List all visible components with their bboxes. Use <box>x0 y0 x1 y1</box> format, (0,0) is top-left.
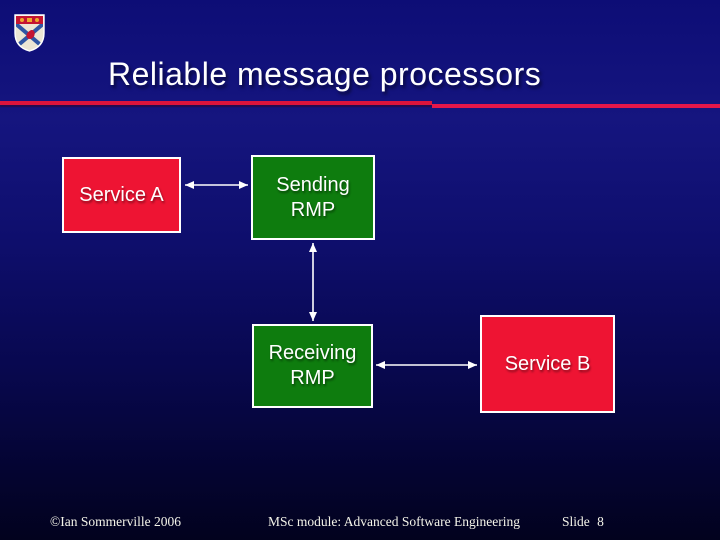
node-receiving-rmp-label-line1: Receiving <box>268 342 357 364</box>
slide-title: Reliable message processors <box>108 56 542 92</box>
node-sending-rmp-label-line1: Sending <box>276 173 350 196</box>
node-receiving-rmp-label-line2: RMP <box>290 367 335 389</box>
node-service-a-label: Service A <box>79 183 164 206</box>
node-receiving-rmp: Receiving RMP <box>252 324 373 408</box>
node-sending-rmp: Sending RMP <box>251 155 375 240</box>
footer-module-name: MSc module: Advanced Software Engineerin… <box>268 514 520 529</box>
node-service-b-label: Service B <box>504 352 591 375</box>
title-underline-right <box>432 104 720 108</box>
footer-copyright: ©Ian Sommerville 2006 <box>50 514 181 529</box>
node-service-a: Service A <box>62 157 181 233</box>
footer-slide-number: Slide 8 <box>562 514 604 529</box>
university-crest-icon <box>14 14 45 52</box>
node-sending-rmp-label-line2: RMP <box>290 198 336 221</box>
node-service-b: Service B <box>480 315 615 413</box>
title-underline-left <box>0 101 432 105</box>
